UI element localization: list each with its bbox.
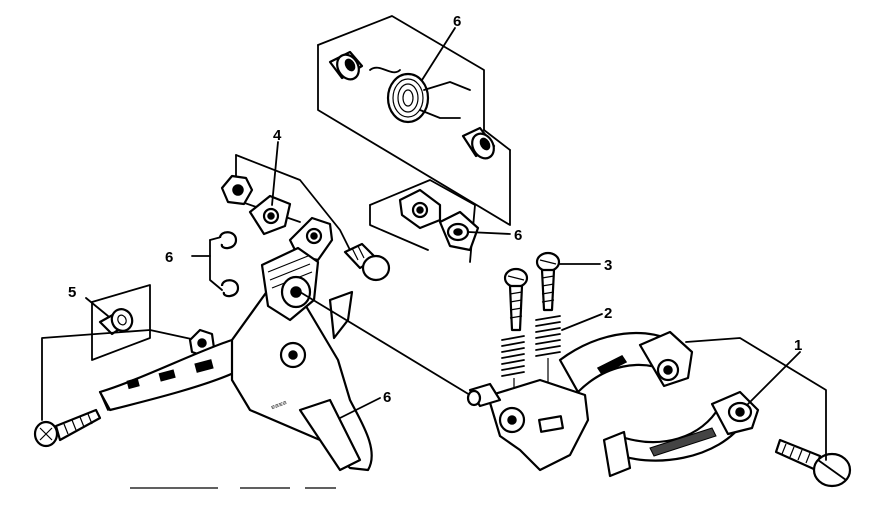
callout-3: 3 [604,257,612,274]
callout-4: 4 [273,127,282,144]
callout-5: 5 [68,284,76,301]
leader-line-4 [271,141,279,206]
callout-6-left: 6 [165,249,173,266]
spring-assembly-bracket [317,15,511,226]
torsion-spring-part [369,66,471,124]
leader-line-6-right [467,231,511,235]
callout-6-spring: 6 [453,13,461,30]
clamp-bracket-line [685,337,827,461]
snap-ring-group [191,231,240,298]
leader-line-1 [747,351,801,405]
callout-1: 1 [794,337,802,354]
mounting-screw-left-part [33,408,102,448]
pivot-axis-line [299,291,471,396]
leader-line-5 [85,297,109,317]
callout-6-cage: 6 [383,389,391,406]
pivot-bracket-group [369,179,480,263]
clamp-band-part [466,330,760,478]
bushing-left-part [328,50,364,81]
callout-6-right: 6 [514,227,522,244]
clamp-bolt-part [774,438,852,488]
callout-2: 2 [604,305,612,322]
leader-line-6-spring [421,27,456,81]
roller-group [91,284,151,361]
derailleur-cage-part: ≡≡≡≡ [98,246,373,472]
screw-axis-line [99,391,109,411]
leader-line-6-cage [339,397,381,419]
bushing-right-part [461,126,496,160]
nut-plate-group [220,154,391,282]
left-bracket-line [41,329,197,421]
limit-screw-group [501,251,561,402]
leader-line-2 [561,313,603,331]
